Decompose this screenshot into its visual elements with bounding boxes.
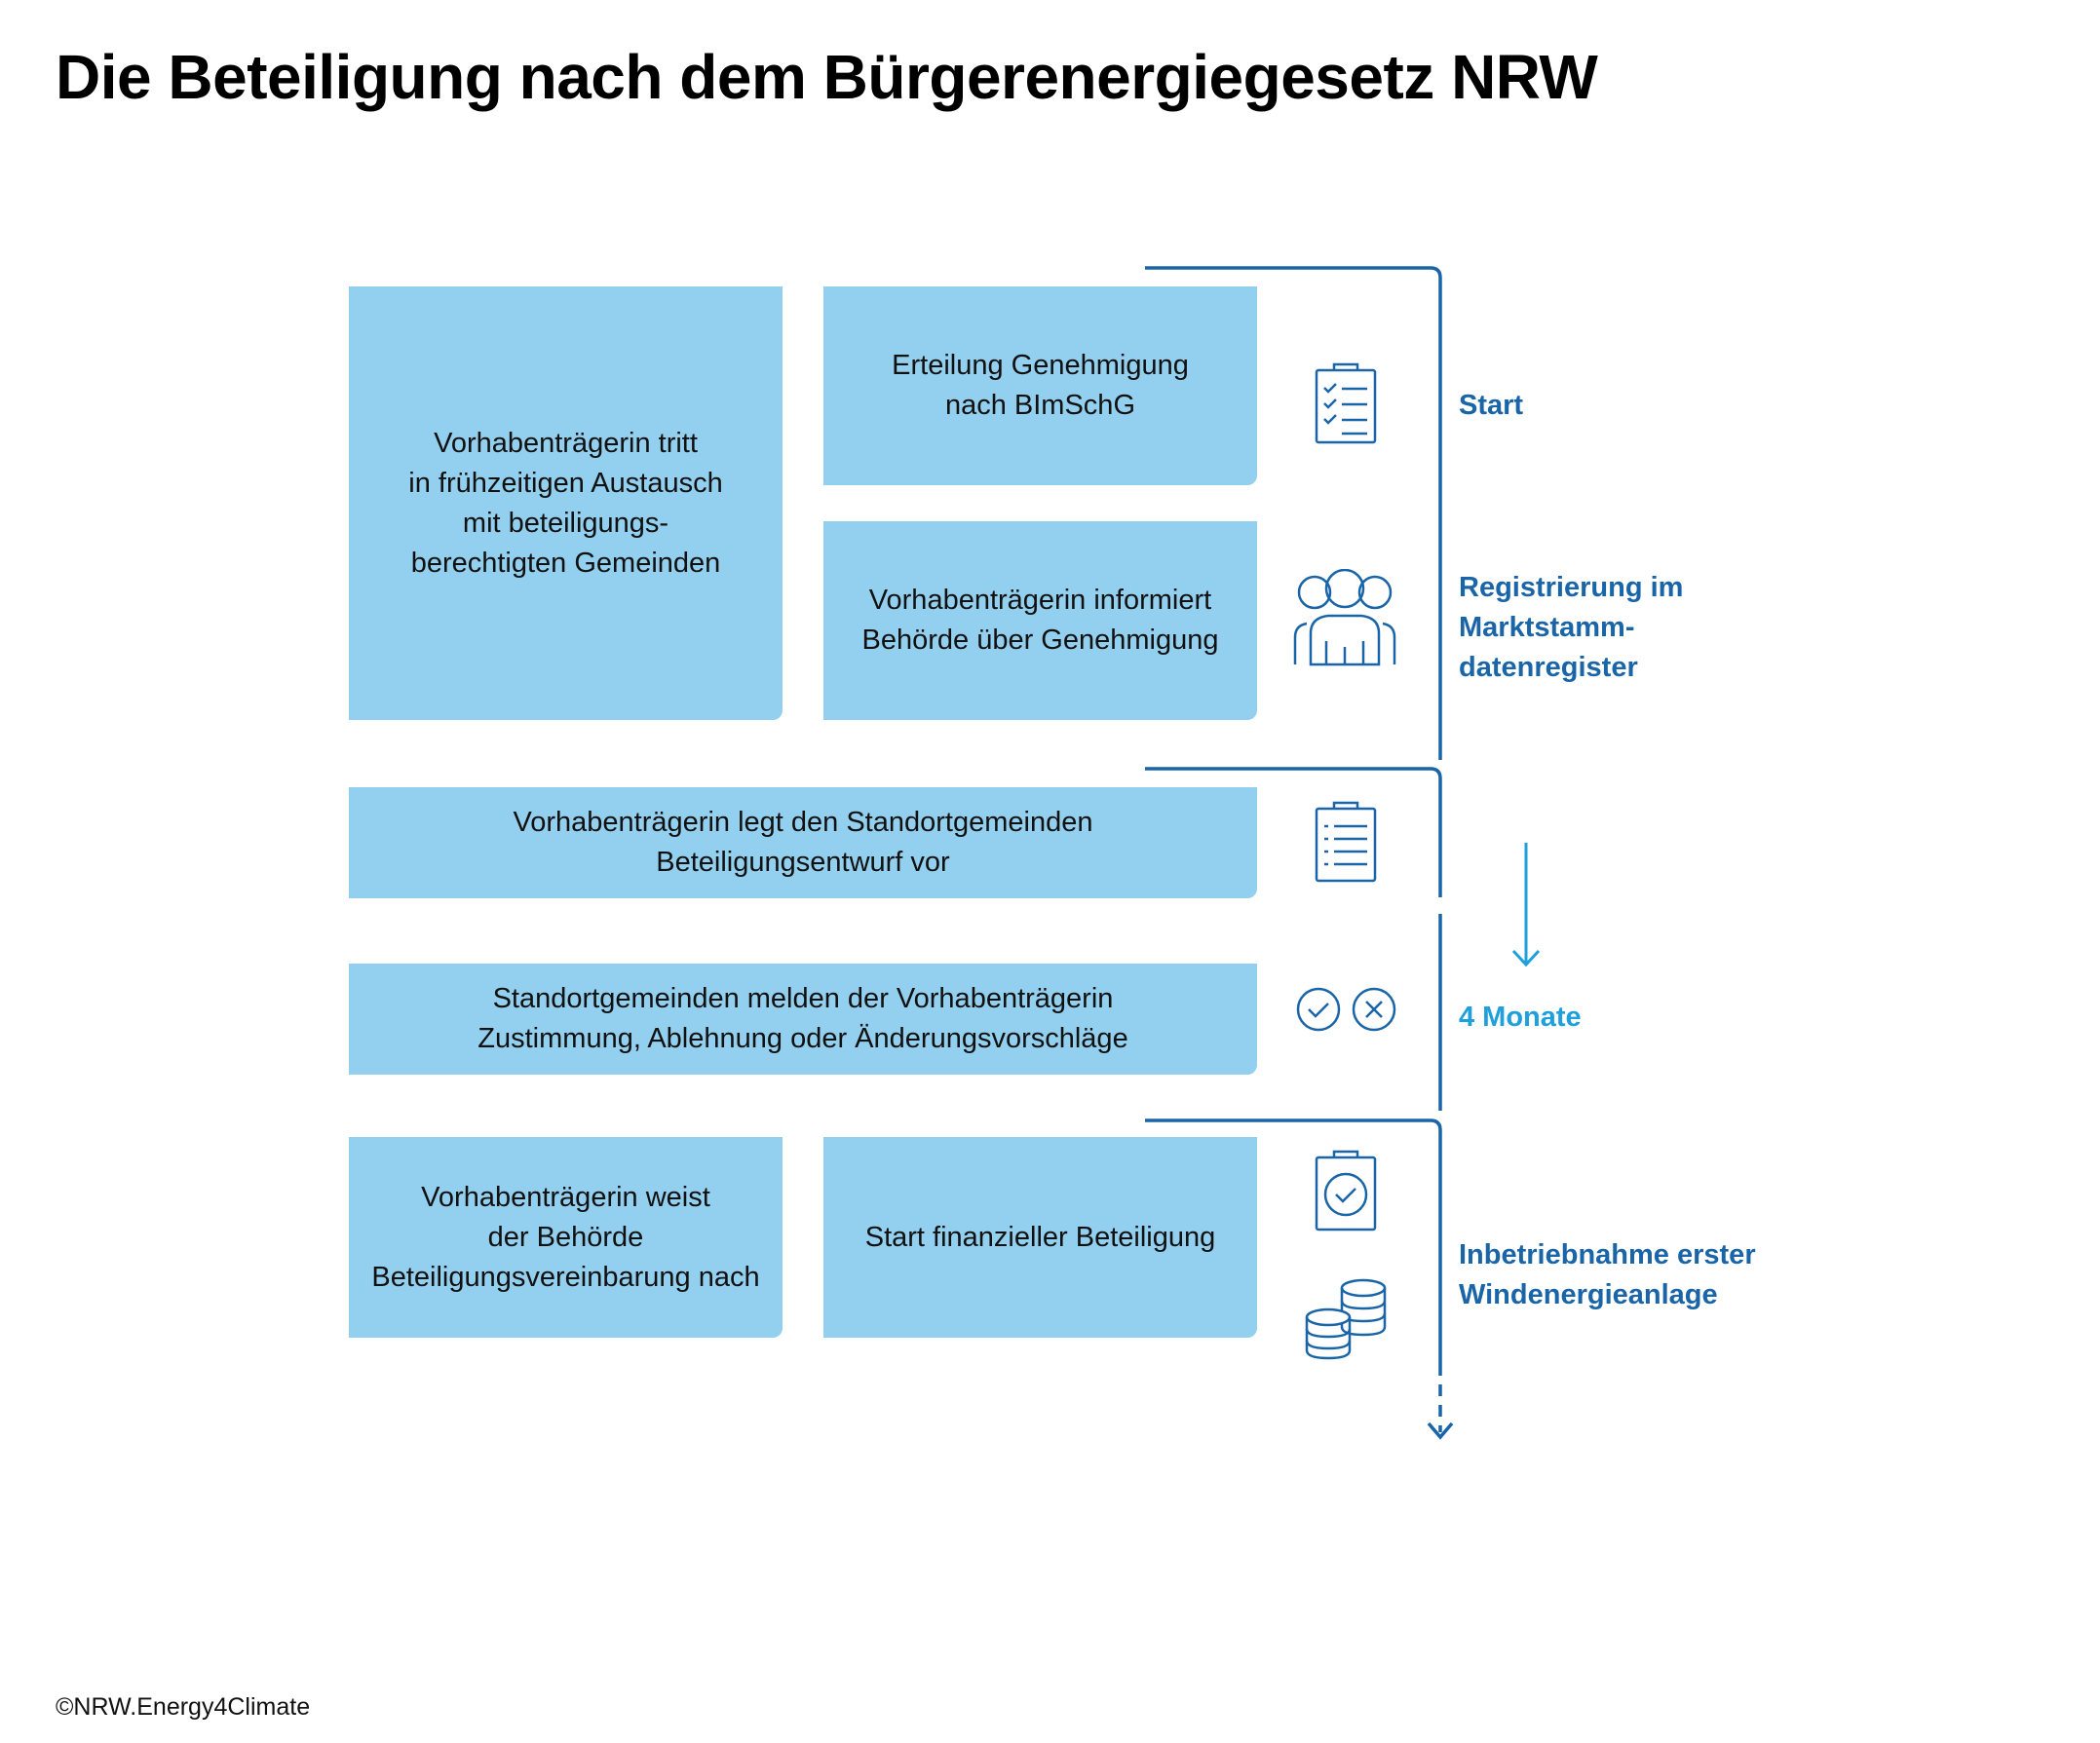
copyright-credit: ©NRW.Energy4Climate xyxy=(56,1693,311,1721)
label-commissioning: Inbetriebnahme erster Windenergieanlage xyxy=(1459,1239,1756,1310)
clipboard-list-icon xyxy=(1311,799,1381,885)
clipboard-checklist-icon xyxy=(1311,360,1381,446)
coin-stacks-icon xyxy=(1301,1276,1391,1360)
step-permit-issued: Erteilung Genehmigung nach BImSchG xyxy=(823,286,1257,485)
label-start: Start xyxy=(1459,390,1524,421)
people-group-icon xyxy=(1289,569,1400,668)
step-inform-authority: Vorhabenträgerin informiert Behörde über… xyxy=(823,521,1257,720)
step-early-exchange: Vorhabenträgerin tritt in frühzeitigen A… xyxy=(349,286,783,720)
check-and-cross-icon xyxy=(1294,984,1399,1035)
label-registration: Registrierung im Marktstamm- datenregist… xyxy=(1459,572,1684,683)
step-present-draft: Vorhabenträgerin legt den Standortgemein… xyxy=(349,787,1257,898)
step-municipal-response: Standortgemeinden melden der Vorhabenträ… xyxy=(349,964,1257,1075)
clipboard-check-icon xyxy=(1311,1148,1381,1233)
label-four-months: 4 Monate xyxy=(1459,1002,1582,1033)
step-start-financial: Start finanzieller Beteiligung xyxy=(823,1137,1257,1338)
page-title: Die Beteiligung nach dem Bürgerenergiege… xyxy=(56,42,1598,112)
step-proof-agreement: Vorhabenträgerin weist der Behörde Betei… xyxy=(349,1137,783,1338)
